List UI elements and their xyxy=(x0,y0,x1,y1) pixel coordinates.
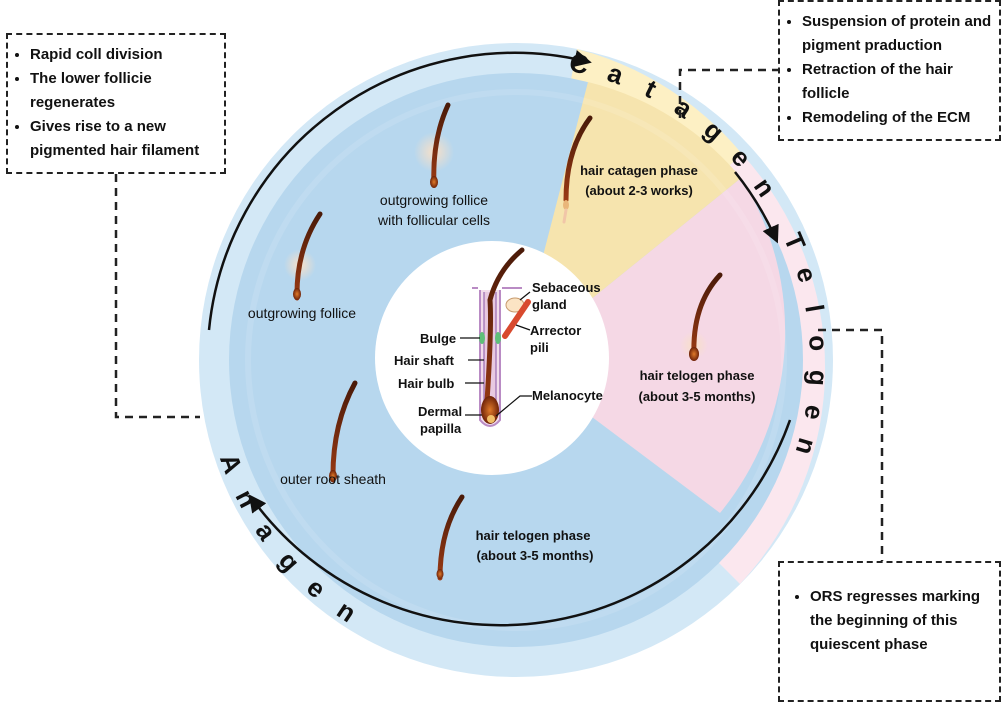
label-outer-root-sheath: outer root sheath xyxy=(280,471,386,487)
label-telogen-phase-2: (about 3-5 months) xyxy=(639,389,756,404)
label-bottom-phase-1: hair telogen phase xyxy=(476,528,591,543)
connector-catagen xyxy=(678,68,778,118)
anagen-bullet-1: Rapid coll division xyxy=(30,43,218,67)
connector-anagen xyxy=(114,174,200,419)
telogen-description-box: ORS regresses marking the beginning of t… xyxy=(778,561,1001,702)
connector-telogen xyxy=(818,328,884,561)
label-catagen-phase-2: (about 2-3 works) xyxy=(585,183,693,198)
label-outgrowing-cells-2: with follicular cells xyxy=(377,212,490,228)
hair-icon-lower-left xyxy=(329,380,358,483)
ring-telogen-letter: e xyxy=(798,403,830,422)
telogen-sector xyxy=(516,178,786,513)
label-bottom-phase-2: (about 3-5 months) xyxy=(477,548,594,563)
anagen-description-box: Rapid coll division The lower follicie r… xyxy=(6,33,226,174)
dashed-connectors xyxy=(114,68,884,561)
label-hair-bulb: Hair bulb xyxy=(398,376,454,391)
hair-icon-top xyxy=(414,102,454,188)
cycle-arrow-telogen-to-anagen xyxy=(248,419,792,627)
label-melanocyte: Melanocyte xyxy=(532,388,603,403)
hair-icon-left xyxy=(284,211,323,301)
cycle-arrow-catagen-to-telogen xyxy=(734,171,779,244)
label-outgrowing-follice: outgrowing follice xyxy=(248,305,356,321)
label-arrector-2: pili xyxy=(530,340,549,355)
anagen-bullet-3: Gives rise to a new pigmented hair filam… xyxy=(30,115,218,163)
anagen-bullet-2: The lower follicie regenerates xyxy=(30,67,218,115)
label-sebaceous-1: Sebaceous xyxy=(532,280,601,295)
inner-band xyxy=(245,89,787,631)
label-sebaceous-2: gland xyxy=(532,297,567,312)
follicle-illustration xyxy=(472,247,531,427)
label-telogen-phase-1: hair telogen phase xyxy=(640,368,755,383)
ring-telogen-letter: g xyxy=(803,369,834,387)
label-bulge: Bulge xyxy=(420,331,456,346)
catagen-bullet-3: Remodeling of the ECM xyxy=(802,106,995,130)
catagen-description-box: Suspension of protein and pigment praduc… xyxy=(778,0,1001,141)
label-arrector-1: Arrector xyxy=(530,323,581,338)
label-catagen-phase-1: hair catagen phase xyxy=(580,163,698,178)
label-dermal-1: Dermal xyxy=(418,404,462,419)
label-hair-shaft: Hair shaft xyxy=(394,353,455,368)
telogen-bullet-1: ORS regresses marking the beginning of t… xyxy=(810,585,995,657)
label-dermal-2: papilla xyxy=(420,421,462,436)
cycle-arrow-anagen-to-catagen xyxy=(207,50,592,331)
center-leader-lines xyxy=(460,291,532,417)
hair-icon-catagen xyxy=(562,115,593,224)
hair-icon-telogen xyxy=(680,272,723,361)
catagen-bullet-2: Retraction of the hair follicle xyxy=(802,58,995,106)
catagen-bullet-1: Suspension of protein and pigment praduc… xyxy=(802,10,995,58)
ring-telogen-letter: o xyxy=(803,334,834,352)
hair-icon-bottom xyxy=(436,494,465,581)
label-outgrowing-cells-1: outgrowing follice xyxy=(380,192,488,208)
